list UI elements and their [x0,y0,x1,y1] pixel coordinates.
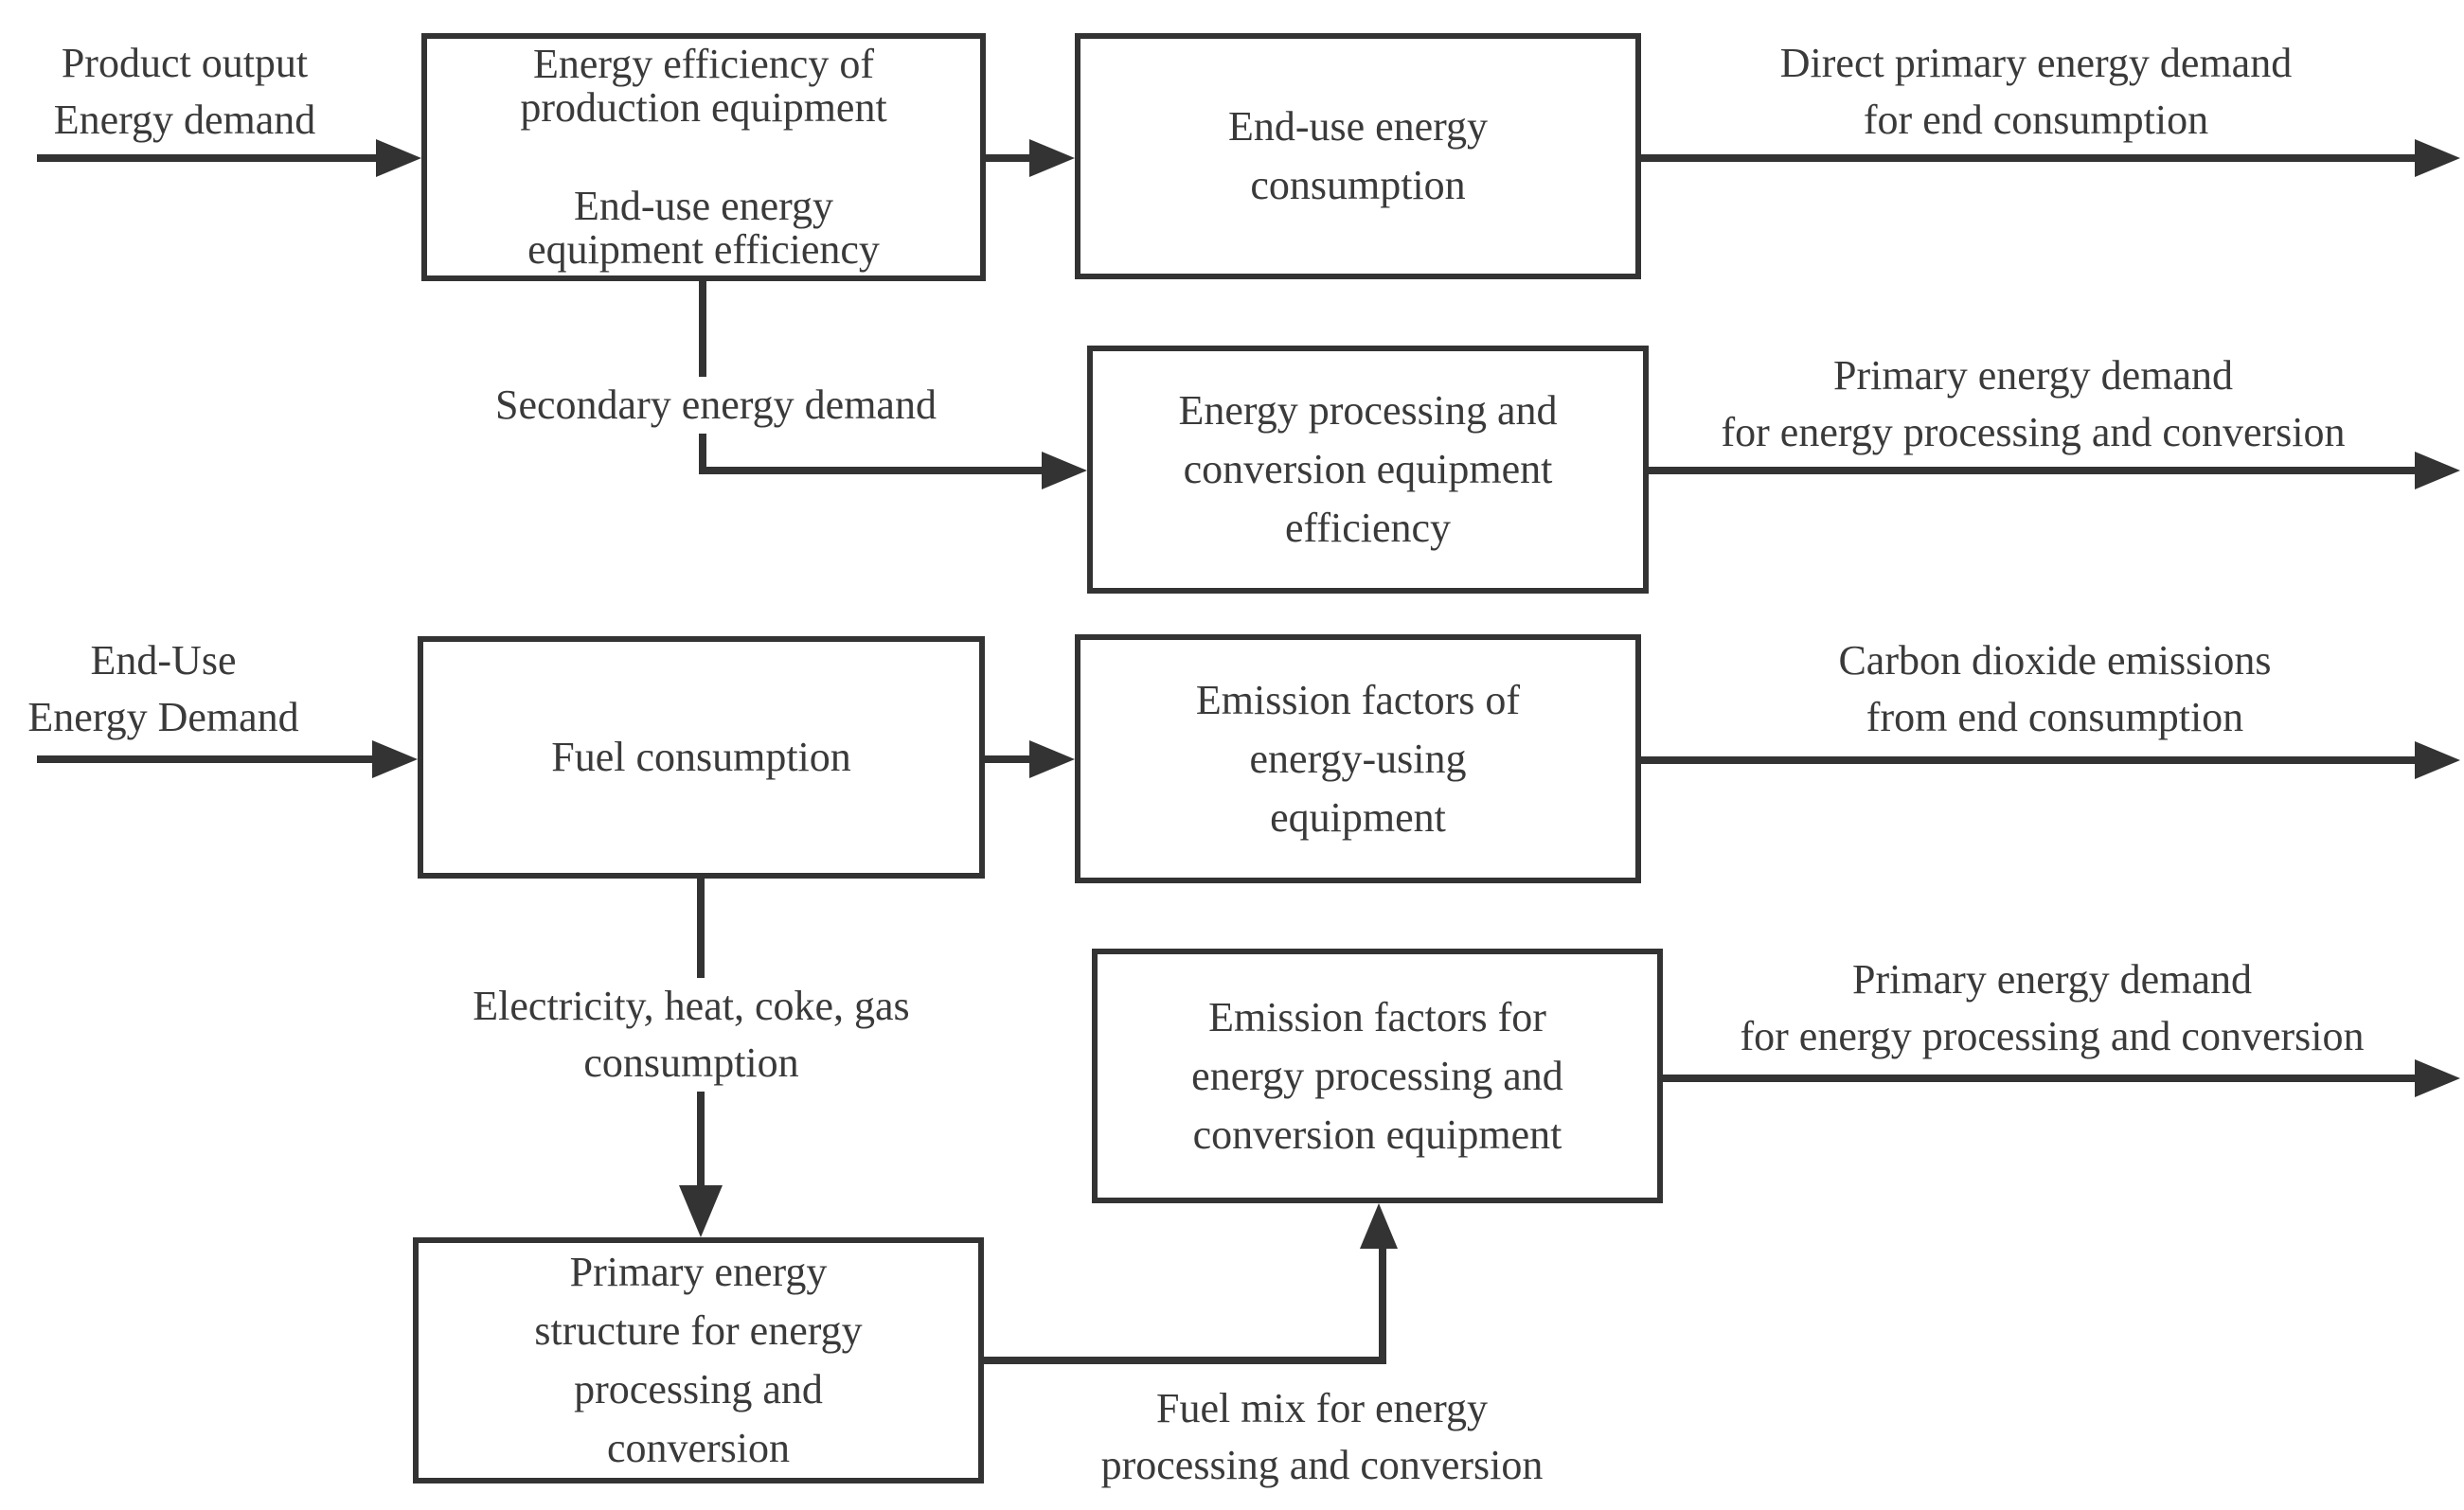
arrow-direct-primary-line [1641,154,2415,162]
box-processing-efficiency: Energy processing and conversion equipme… [1087,346,1649,594]
box-line: Energy processing and [1178,387,1558,434]
label-line: Product output [61,40,309,86]
box-line: equipment efficiency [527,226,880,273]
label-line: for end consumption [1863,97,2209,143]
label-line: for energy processing and conversion [1721,409,2346,455]
box-paragraph: End-use energy equipment efficiency [527,185,880,272]
label-primary-epc-bottom: Primary energy demand for energy process… [1692,951,2412,1065]
box-line: equipment [1270,793,1446,841]
box-line: energy-using [1249,735,1467,782]
label-line: End-Use [90,637,237,684]
label-line: Fuel mix for energy [1156,1385,1488,1431]
label-co2-emissions: Carbon dioxide emissions from end consum… [1714,632,2396,746]
label-end-use-demand: End-Use Energy Demand [0,632,327,746]
label-line: for energy processing and conversion [1740,1013,2365,1059]
connector-structure-up-line [1379,1249,1386,1364]
arrow-down-icon [679,1185,723,1237]
box-fuel-consumption: Fuel consumption [418,636,985,879]
label-fuel-mix: Fuel mix for energy processing and conve… [1057,1380,1587,1494]
box-line: Primary energy [569,1249,828,1295]
label-line: from end consumption [1866,694,2244,740]
arrow-right-icon [376,139,421,177]
box-line: energy processing and [1191,1052,1563,1099]
arrow-efficiency-to-enduse-line [985,154,1029,162]
box-line: conversion equipment [1192,1110,1562,1158]
label-electricity-consumption: Electricity, heat, coke, gas consumption [407,978,975,1092]
arrow-right-icon [1029,740,1075,778]
arrow-right-icon [1042,452,1087,489]
arrow-up-icon [1360,1203,1398,1249]
connector-structure-right-line [984,1357,1386,1364]
box-energy-efficiency: Energy efficiency of production equipmen… [421,33,986,281]
label-secondary-demand: Secondary energy demand [460,377,972,434]
arrow-right-icon [372,740,418,778]
label-line: Direct primary energy demand [1779,40,2293,86]
arrow-primary-epc-bottom-line [1663,1075,2415,1082]
box-line: production equipment [520,84,887,131]
box-line: structure for energy [534,1307,863,1354]
box-primary-energy-structure: Primary energy structure for energy proc… [413,1237,984,1483]
arrow-right-icon [2415,452,2460,489]
label-line: Energy demand [53,97,316,143]
label-line: Primary energy demand [1833,352,2233,399]
label-line: Carbon dioxide emissions [1838,637,2272,684]
box-paragraph: Energy efficiency of production equipmen… [520,43,886,130]
label-line: consumption [583,1039,799,1086]
arrow-primary-epc-top-line [1649,467,2415,474]
box-emission-factors-end-use: Emission factors of energy-using equipme… [1075,634,1641,883]
label-line: Primary energy demand [1852,956,2252,1003]
arrow-enduse-to-fuel-line [37,755,372,763]
box-line: Emission factors of [1195,676,1521,723]
label-direct-primary-demand: Direct primary energy demand for end con… [1695,35,2377,149]
arrow-right-icon [2415,1059,2460,1097]
connector-efficiency-down-line [699,281,706,471]
box-line: End-use energy [1227,103,1489,150]
label-line: Energy Demand [27,694,299,740]
label-line: Electricity, heat, coke, gas [473,983,910,1029]
arrow-secondary-to-processing-line [699,467,1042,474]
box-end-use-consumption: End-use energy consumption [1075,33,1641,279]
arrow-right-icon [2415,139,2460,177]
box-line: Emission factors for [1208,993,1546,1040]
label-line: Secondary energy demand [495,382,937,428]
box-line: processing and [574,1366,823,1412]
box-line: efficiency [1284,505,1452,551]
arrow-fuel-to-emission-line [985,755,1029,763]
box-line: End-use energy [573,183,834,229]
label-primary-epc-top: Primary energy demand for energy process… [1673,347,2393,461]
arrow-product-to-efficiency-line [37,154,376,162]
box-emission-factors-conversion: Emission factors for energy processing a… [1092,949,1663,1203]
label-line: processing and conversion [1100,1442,1544,1488]
box-line: Fuel consumption [551,734,851,780]
arrow-co2-line [1641,756,2415,764]
arrow-right-icon [1029,139,1075,177]
arrow-right-icon [2415,741,2460,779]
box-line: consumption [1250,162,1466,208]
box-line: conversion [606,1425,791,1471]
label-product-output: Product output Energy demand [19,35,350,149]
box-line: conversion equipment [1183,446,1553,492]
box-line: Energy efficiency of [533,41,874,87]
